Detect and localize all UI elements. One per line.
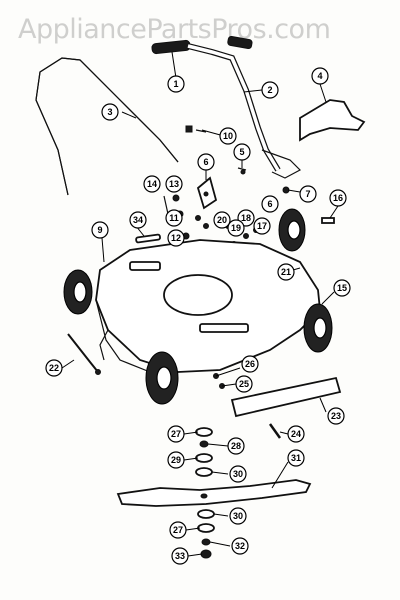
callout-number: 26 xyxy=(245,359,255,369)
callout-number: 2 xyxy=(267,85,272,95)
grass-deflector xyxy=(299,99,366,142)
front-right-wheel xyxy=(303,303,333,353)
callout-5: 5 xyxy=(233,143,251,161)
callout-number: 33 xyxy=(175,551,185,561)
callout-32: 32 xyxy=(231,537,249,555)
callout-number: 10 xyxy=(223,131,233,141)
callout-number: 1 xyxy=(173,79,178,89)
callout-number: 6 xyxy=(267,199,272,209)
callout-number: 16 xyxy=(333,193,343,203)
callout-number: 27 xyxy=(173,525,183,535)
callout-number: 6 xyxy=(203,157,208,167)
callout-2: 2 xyxy=(261,81,279,99)
callout-number: 19 xyxy=(231,223,241,233)
rear-left-wheel xyxy=(145,351,179,405)
callout-number: 20 xyxy=(217,215,227,225)
callout-16: 16 xyxy=(329,189,347,207)
watermark: AppliancePartsPros.com xyxy=(18,14,331,45)
callout-11: 11 xyxy=(165,209,183,227)
callout-number: 5 xyxy=(239,147,244,157)
callout-7: 7 xyxy=(299,185,317,203)
callout-number: 27 xyxy=(171,429,181,439)
leader-lines xyxy=(61,51,339,557)
callout-number: 23 xyxy=(331,411,341,421)
callout-number: 30 xyxy=(233,469,243,479)
callout-14: 14 xyxy=(143,175,161,193)
callout-number: 21 xyxy=(281,267,291,277)
callout-13: 13 xyxy=(165,175,183,193)
callout-6: 6 xyxy=(261,195,279,213)
callout-17: 17 xyxy=(253,217,271,235)
callout-26: 26 xyxy=(241,355,259,373)
rear-comb xyxy=(230,376,342,418)
callout-20: 20 xyxy=(213,211,231,229)
callout-3: 3 xyxy=(101,103,119,121)
callout-number: 29 xyxy=(171,455,181,465)
callout-15: 15 xyxy=(333,279,351,297)
callout-number: 18 xyxy=(241,213,251,223)
callout-33: 33 xyxy=(171,547,189,565)
callout-29: 29 xyxy=(167,451,185,469)
callout-number: 7 xyxy=(305,189,310,199)
callout-31: 31 xyxy=(287,449,305,467)
callout-number: 4 xyxy=(317,71,322,81)
callout-1: 1 xyxy=(167,75,185,93)
handle-grip xyxy=(151,39,191,55)
callout-number: 13 xyxy=(169,179,179,189)
rear-right-wheel xyxy=(278,208,306,252)
callout-19: 19 xyxy=(227,219,245,237)
deck-rod xyxy=(67,333,99,373)
callout-24: 24 xyxy=(287,425,305,443)
callout-number: 9 xyxy=(97,225,102,235)
callout-4: 4 xyxy=(311,67,329,85)
callout-9: 9 xyxy=(91,221,109,239)
callout-27: 27 xyxy=(167,425,185,443)
callout-number: 12 xyxy=(171,233,181,243)
callout-30: 30 xyxy=(229,465,247,483)
callout-number: 17 xyxy=(257,221,267,231)
callout-number: 14 xyxy=(147,179,157,189)
callout-25: 25 xyxy=(235,375,253,393)
callout-12: 12 xyxy=(167,229,185,247)
callout-number: 34 xyxy=(133,215,143,225)
callout-number: 24 xyxy=(291,429,301,439)
callout-number: 15 xyxy=(337,283,347,293)
callout-30: 30 xyxy=(229,507,247,525)
callout-6: 6 xyxy=(197,153,215,171)
callout-number: 22 xyxy=(49,363,59,373)
callout-number: 31 xyxy=(291,453,301,463)
callout-21: 21 xyxy=(277,263,295,281)
callout-number: 11 xyxy=(169,213,179,223)
callout-22: 22 xyxy=(45,359,63,377)
callout-number: 32 xyxy=(235,541,245,551)
callout-labels: 1234566791011121314151617181920212223242… xyxy=(45,67,351,565)
front-left-wheel xyxy=(63,269,93,315)
callout-27: 27 xyxy=(169,521,187,539)
callout-34: 34 xyxy=(129,211,147,229)
callout-number: 3 xyxy=(107,107,112,117)
callout-23: 23 xyxy=(327,407,345,425)
callout-number: 30 xyxy=(233,511,243,521)
callout-number: 25 xyxy=(239,379,249,389)
mower-blade xyxy=(116,479,312,507)
callout-number: 28 xyxy=(231,441,241,451)
callout-10: 10 xyxy=(219,127,237,145)
callout-28: 28 xyxy=(227,437,245,455)
left-handle-bar xyxy=(35,57,179,196)
